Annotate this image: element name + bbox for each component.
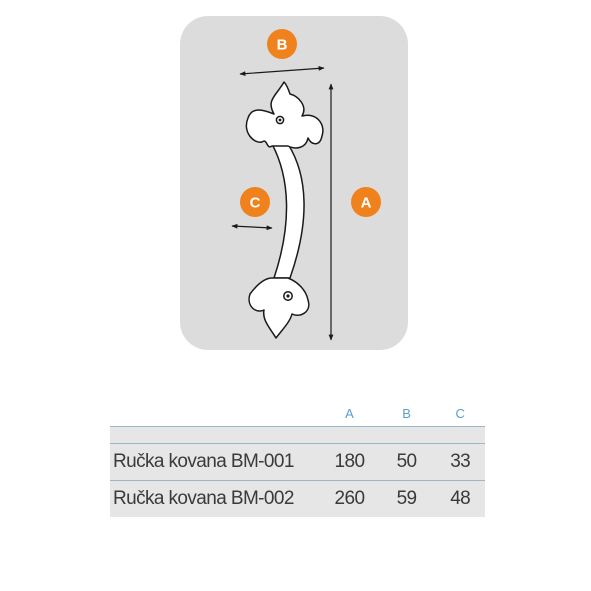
product-spec-table: A B C Ručka kovana BM-001 180 50 33 Ručk… xyxy=(110,400,485,517)
badge-b: B xyxy=(267,29,297,59)
value-a: 180 xyxy=(334,451,366,472)
svg-text:B: B xyxy=(277,37,288,54)
product-name: Ručka kovana BM-001 xyxy=(113,451,294,472)
value-b: 59 xyxy=(396,488,418,509)
table-top-band xyxy=(110,426,485,444)
badge-a: A xyxy=(351,187,381,217)
table-row: Ručka kovana BM-001 180 50 33 xyxy=(110,443,485,481)
header-c: C xyxy=(455,405,465,421)
dimension-line-b xyxy=(239,65,325,77)
product-name: Ručka kovana BM-002 xyxy=(113,488,294,509)
table-row: Ručka kovana BM-002 260 59 48 xyxy=(110,480,485,517)
dimension-line-c xyxy=(231,223,273,231)
value-b: 50 xyxy=(396,451,418,472)
svg-text:C: C xyxy=(250,195,261,212)
value-c: 48 xyxy=(450,488,471,509)
svg-text:A: A xyxy=(361,195,372,212)
value-c: 33 xyxy=(450,451,471,472)
header-b: B xyxy=(402,405,411,421)
header-name xyxy=(110,400,321,427)
handle-dimension-drawing: B C A xyxy=(180,16,408,350)
table-header-row: A B C xyxy=(110,400,485,427)
badge-c: C xyxy=(240,187,270,217)
forged-handle-icon xyxy=(245,81,324,339)
header-a: A xyxy=(345,405,354,421)
product-diagram: B C A xyxy=(180,16,408,350)
value-a: 260 xyxy=(334,488,366,509)
